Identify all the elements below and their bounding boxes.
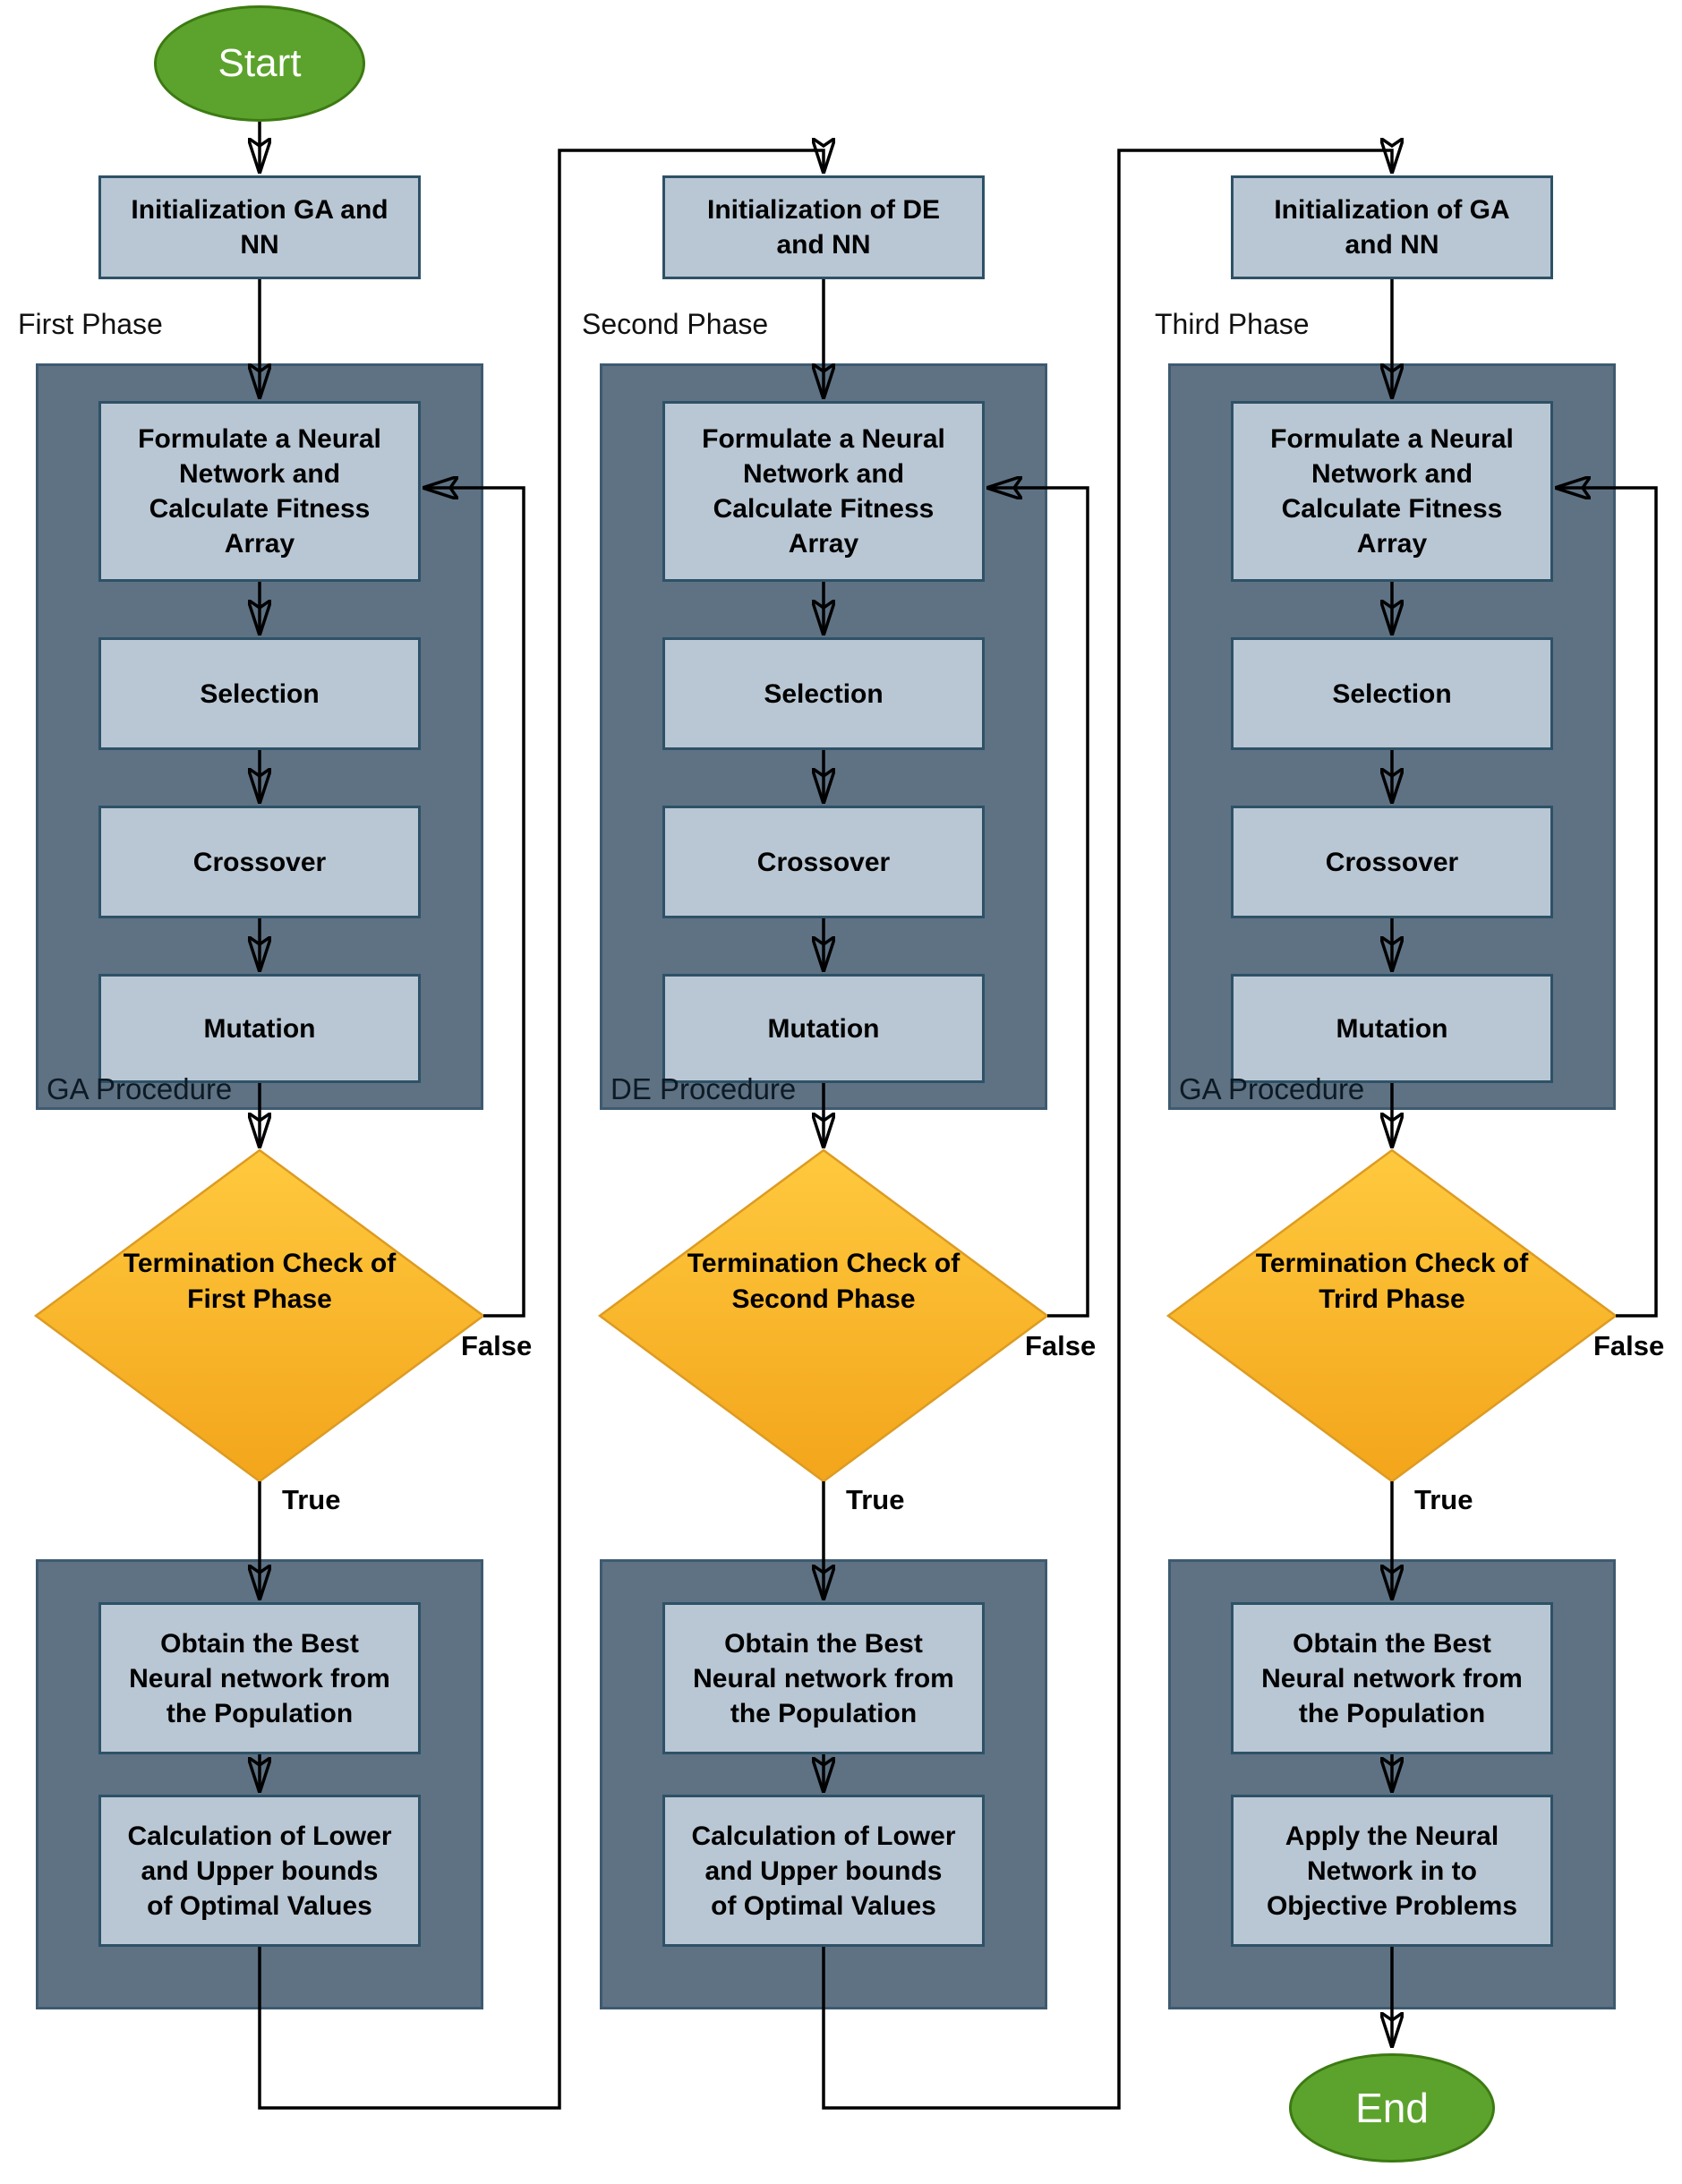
step-selection-2: Selection (662, 637, 985, 750)
step-bounds-2: Calculation of Lower and Upper bounds of… (662, 1795, 985, 1947)
procedure-label-3: GA Procedure (1179, 1072, 1365, 1105)
true-label-3: True (1414, 1484, 1473, 1515)
step-selection-3: Selection (1231, 637, 1553, 750)
termination-text-3: Termination Check of Trird Phase (1255, 1249, 1529, 1314)
procedure-label-1: GA Procedure (47, 1072, 233, 1105)
step-obtain-best-1: Obtain the Best Neural network from the … (98, 1602, 421, 1754)
end-terminal: End (1289, 2053, 1495, 2163)
step-mutation-1: Mutation (98, 974, 421, 1083)
step-crossover-3: Crossover (1231, 806, 1553, 918)
step-formulate-2: Formulate a Neural Network and Calculate… (662, 401, 985, 582)
termination-text-1: Termination Check of First Phase (123, 1249, 397, 1314)
start-terminal: Start (154, 5, 365, 122)
false-label-3: False (1593, 1330, 1665, 1361)
step-crossover-2: Crossover (662, 806, 985, 918)
step-mutation-3: Mutation (1231, 974, 1553, 1083)
step-obtain-best-3: Obtain the Best Neural network from the … (1231, 1602, 1553, 1754)
init-box-phase1: Initialization GA and NN (98, 175, 421, 279)
step-selection-1: Selection (98, 637, 421, 750)
step-obtain-best-2: Obtain the Best Neural network from the … (662, 1602, 985, 1754)
step-formulate-3: Formulate a Neural Network and Calculate… (1231, 401, 1553, 582)
false-label-1: False (461, 1330, 533, 1361)
init-box-phase3: Initialization of GA and NN (1231, 175, 1553, 279)
phase-label-1: First Phase (18, 308, 163, 340)
phase-label-3: Third Phase (1155, 308, 1310, 340)
step-apply-nn-3: Apply the Neural Network in to Objective… (1231, 1795, 1553, 1947)
step-crossover-1: Crossover (98, 806, 421, 918)
true-label-2: True (846, 1484, 905, 1515)
phase-label-2: Second Phase (582, 308, 769, 340)
step-mutation-2: Mutation (662, 974, 985, 1083)
false-label-2: False (1025, 1330, 1097, 1361)
termination-text-2: Termination Check of Second Phase (687, 1249, 961, 1314)
step-formulate-1: Formulate a Neural Network and Calculate… (98, 401, 421, 582)
true-label-1: True (282, 1484, 341, 1515)
procedure-label-2: DE Procedure (610, 1072, 797, 1105)
init-box-phase2: Initialization of DE and NN (662, 175, 985, 279)
step-bounds-1: Calculation of Lower and Upper bounds of… (98, 1795, 421, 1947)
